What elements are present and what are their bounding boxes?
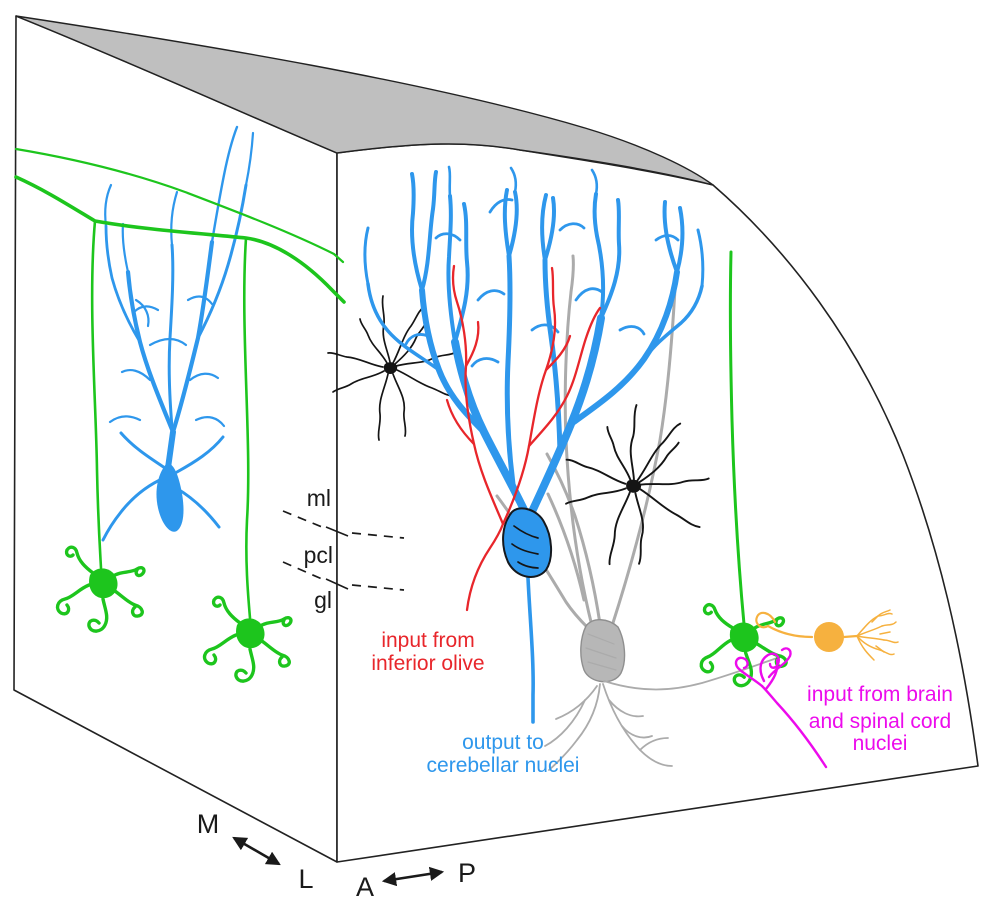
purkinje-output-line1: output to: [462, 731, 544, 754]
parallel-fiber-thin: [14, 147, 345, 264]
purkinje-cell-front-view: [363, 165, 705, 724]
granule-cell-left-1: [55, 219, 146, 633]
golgi-soma: [580, 619, 626, 683]
purkinje-output-line2: cerebellar nuclei: [427, 754, 580, 777]
ascending-axon: [728, 250, 746, 626]
climbing-input-line1: input from: [381, 629, 474, 652]
parallel-fiber-thick: [14, 175, 346, 304]
ubc-soma: [814, 622, 844, 652]
ascending-axon: [242, 236, 252, 620]
annotation-climbing-input: input from inferior olive: [371, 629, 484, 675]
granule-cell-front: [693, 250, 792, 692]
medio-lateral-arrow: [232, 836, 281, 866]
mossy-input-line2: and spinal cord: [809, 710, 951, 733]
granule-cell-left-2: [202, 236, 293, 683]
pcl-gl-boundary-edge: [325, 578, 349, 590]
purkinje-soma-side: [156, 462, 184, 532]
parallel-fibers: [14, 147, 346, 304]
purkinje-cell-side-view: [101, 125, 255, 542]
ml-pcl-boundary-edge: [325, 526, 349, 537]
pcl-gl-boundary-right: [351, 584, 405, 591]
climbing-fiber: [445, 264, 602, 612]
label-purkinje-cell-layer: pcl: [304, 542, 333, 568]
axis-label-lateral: L: [298, 864, 313, 894]
purkinje-soma-front: [502, 507, 552, 578]
label-granular-layer: gl: [314, 587, 332, 613]
unipolar-brush-cell: [755, 609, 899, 661]
ascending-axon: [90, 219, 103, 570]
antero-posterior-axis: A P: [356, 858, 476, 902]
ubc-dendritic-brush: [856, 609, 899, 661]
medio-lateral-axis: M L: [197, 809, 314, 894]
label-molecular-layer: ml: [307, 485, 331, 511]
mossy-fiber: [734, 647, 828, 769]
antero-posterior-arrow: [381, 866, 445, 887]
axis-label-posterior: P: [458, 858, 476, 888]
annotation-purkinje-output: output to cerebellar nuclei: [427, 731, 580, 777]
climbing-input-line2: inferior olive: [371, 652, 484, 675]
layer-boundaries: ml pcl gl: [282, 485, 405, 613]
purkinje-axon: [526, 576, 535, 724]
mossy-input-line3: nuclei: [853, 732, 908, 755]
left-face-coronal-plane: [13, 15, 338, 863]
pcl-gl-boundary-left: [282, 561, 323, 580]
top-face-pial-surface: [15, 15, 714, 186]
axis-label-medial: M: [197, 809, 220, 839]
ml-pcl-boundary-left: [282, 510, 323, 528]
annotation-mossy-input: input from brain and spinal cord nuclei: [807, 683, 953, 755]
ml-pcl-boundary-right: [351, 532, 405, 539]
golgi-cell: [544, 619, 778, 771]
mossy-input-line1: input from brain: [807, 683, 953, 706]
axis-label-anterior: A: [356, 872, 374, 902]
golgi-axon-to-glomerulus: [603, 657, 778, 691]
